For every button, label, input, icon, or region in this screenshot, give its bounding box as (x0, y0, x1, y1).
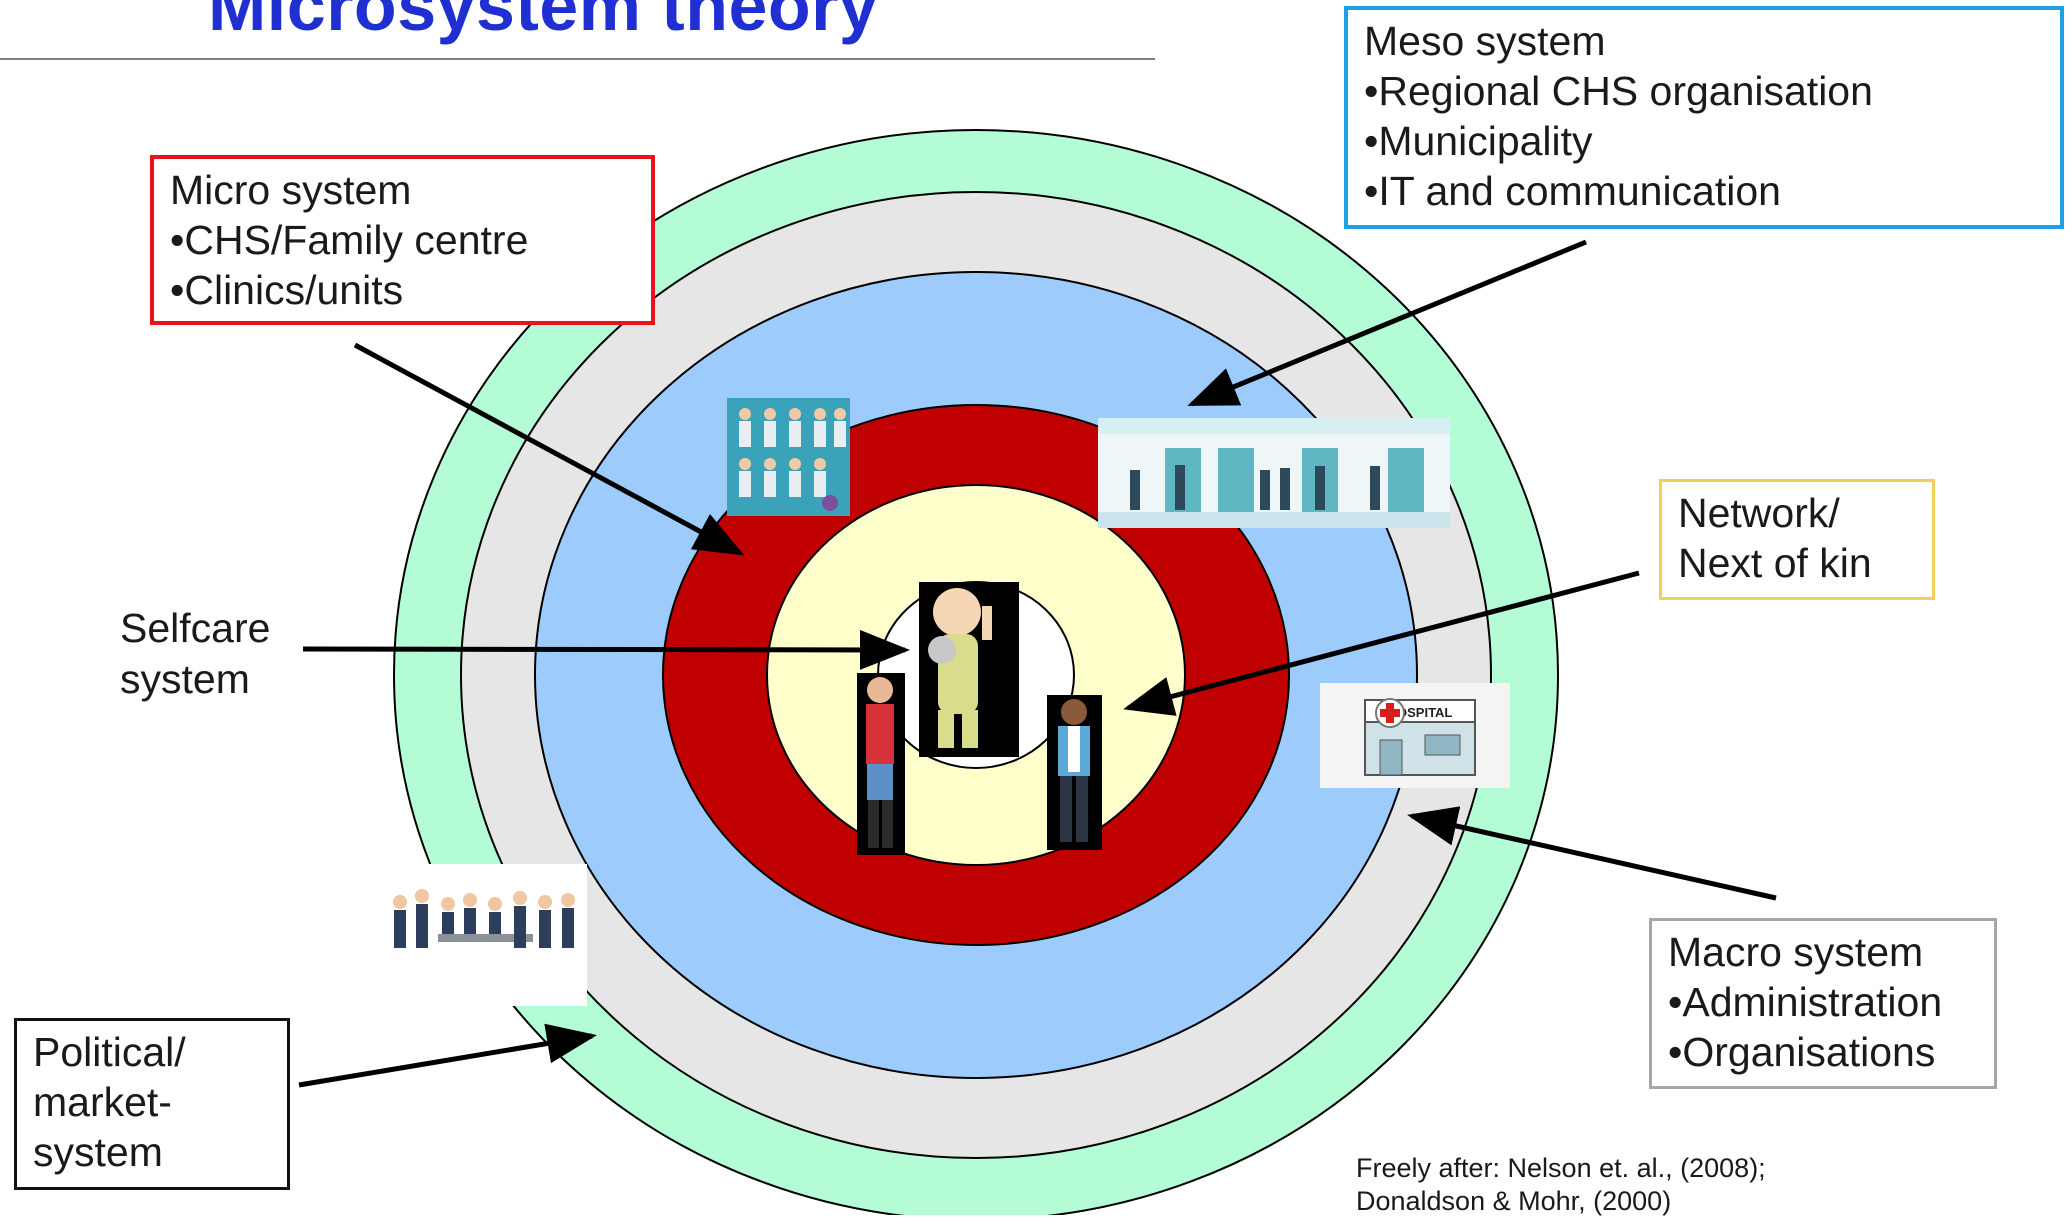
hospital-building-picture: HOSPITAL (1320, 683, 1510, 788)
meso-arrow (1187, 239, 1587, 407)
selfcare-label-line: Selfcare (120, 605, 271, 651)
meso-system-item: •Regional CHS organisation (1364, 68, 1873, 114)
micro-system-item: •Clinics/units (170, 267, 404, 313)
meso-system-item: •IT and communication (1364, 168, 1781, 214)
macro-system-item: •Organisations (1668, 1029, 1936, 1075)
title-divider (0, 58, 1155, 60)
political-label-line: system (33, 1129, 163, 1175)
macro-system-heading: Macro system (1668, 929, 1924, 975)
micro-system-box: Micro system •CHS/Family centre •Clinics… (150, 155, 655, 325)
hospital-corridor-picture (1098, 418, 1450, 528)
micro-arrow (353, 342, 745, 556)
selfcare-label: Selfcare system (120, 603, 270, 705)
citation-line: Freely after: Nelson et. al., (2008); (1356, 1153, 1766, 1183)
meso-system-box: Meso system •Regional CHS organisation •… (1344, 6, 2064, 229)
woman-picture (857, 673, 905, 855)
macro-system-box: Macro system •Administration •Organisati… (1649, 918, 1997, 1089)
page-title: Microsystem theory (208, 0, 879, 45)
network-box: Network/ Next of kin (1659, 479, 1935, 600)
man-picture (1047, 695, 1102, 850)
selfcare-label-line: system (120, 656, 250, 702)
macro-arrow (1407, 806, 1777, 901)
political-arrow (298, 1023, 597, 1088)
citation-line: Donaldson & Mohr, (2000) (1356, 1186, 1672, 1216)
selfcare-arrow (302, 629, 910, 670)
network-label-line: Network/ (1678, 490, 1840, 536)
political-market-box: Political/ market- system (14, 1018, 290, 1190)
political-label-line: market- (33, 1079, 172, 1125)
network-label-line: Next of kin (1678, 540, 1872, 586)
political-meeting-picture (380, 864, 587, 1006)
baby-picture (919, 582, 1019, 757)
citation: Freely after: Nelson et. al., (2008); Do… (1356, 1152, 1766, 1218)
network-arrow (1123, 570, 1640, 716)
macro-system-item: •Administration (1668, 979, 1943, 1025)
meso-system-item: •Municipality (1364, 118, 1593, 164)
meso-system-heading: Meso system (1364, 18, 1606, 64)
clinic-staff-picture (727, 398, 850, 516)
political-label-line: Political/ (33, 1029, 186, 1075)
micro-system-item: •CHS/Family centre (170, 217, 529, 263)
micro-system-heading: Micro system (170, 167, 412, 213)
